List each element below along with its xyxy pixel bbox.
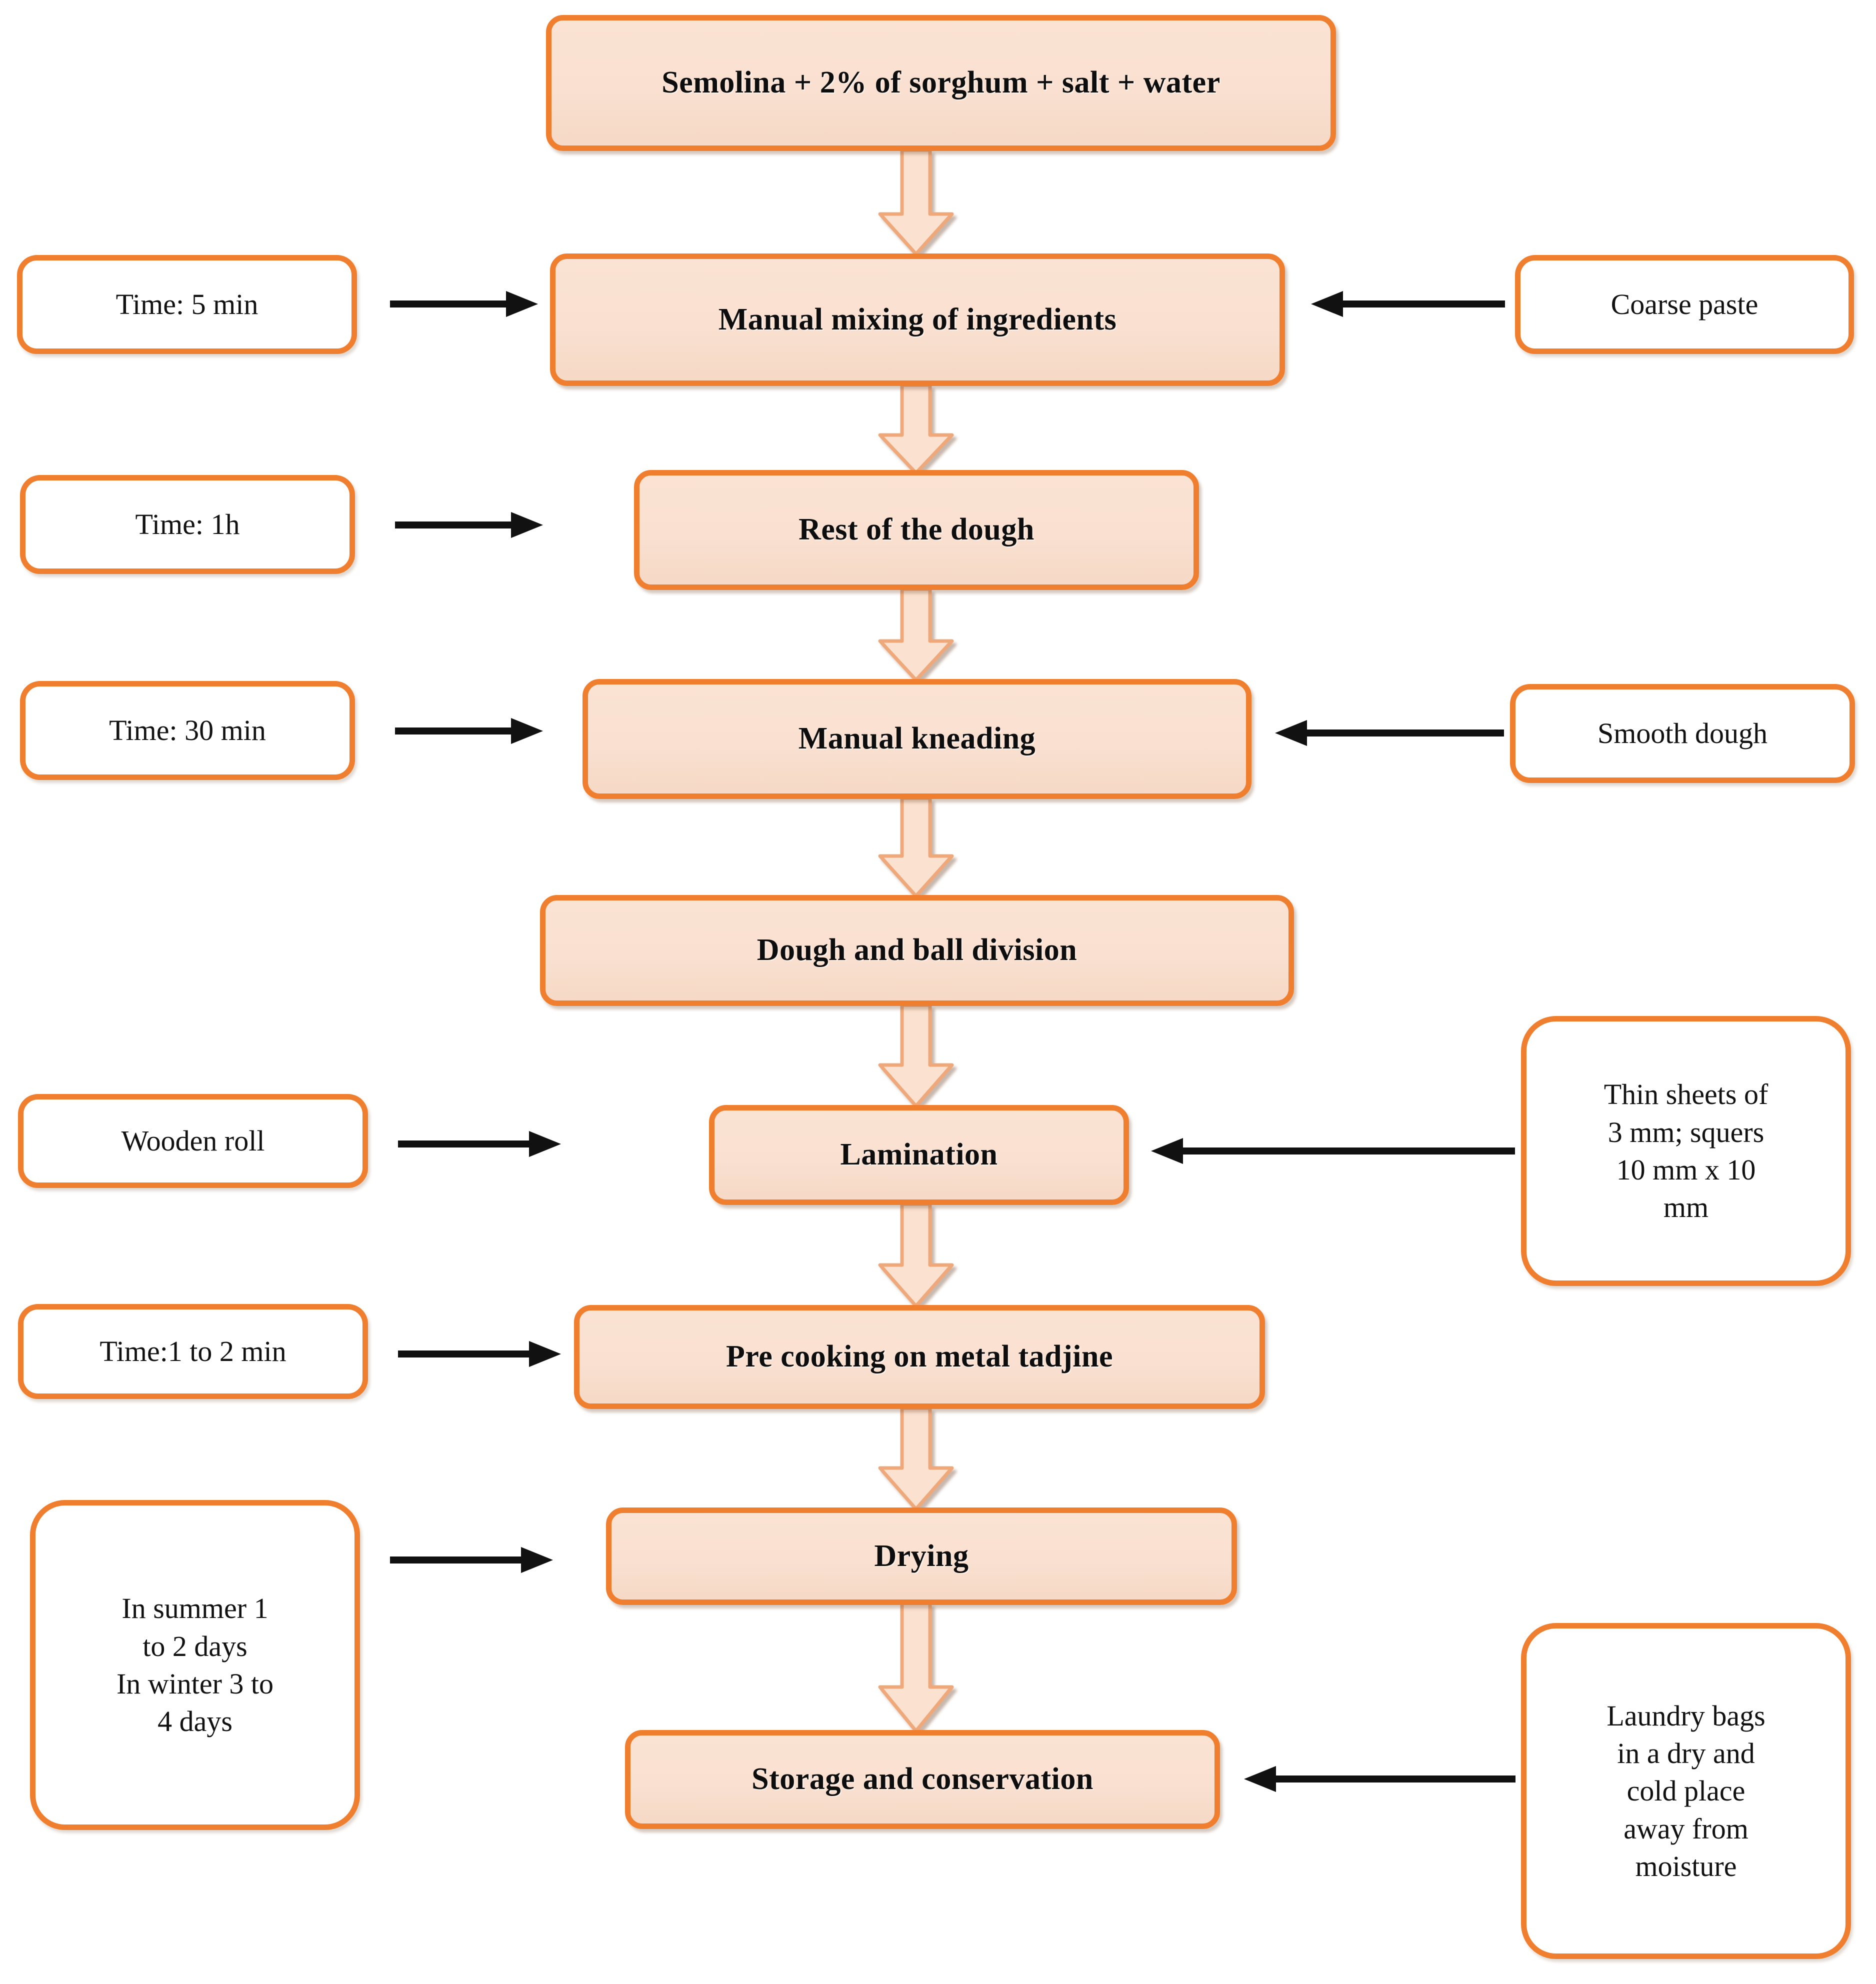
block-arrow-precooking-to-drying bbox=[878, 1408, 954, 1511]
process-box-rest[interactable]: Rest of the dough bbox=[634, 470, 1199, 590]
note-box-time-kneading[interactable]: Time: 30 min bbox=[20, 681, 355, 780]
arrow-smooth-dough-to-kneading bbox=[1275, 720, 1504, 746]
process-label: Drying bbox=[874, 1538, 969, 1573]
note-label: Time:1 to 2 min bbox=[100, 1335, 286, 1368]
arrow-time-kneading-to-kneading bbox=[395, 718, 543, 744]
process-label: Pre cooking on metal tadjine bbox=[726, 1340, 1113, 1374]
note-box-coarse-paste[interactable]: Coarse paste bbox=[1515, 255, 1854, 354]
note-box-time-mixing[interactable]: Time: 5 min bbox=[17, 255, 357, 354]
note-box-thin-sheets[interactable]: Thin sheets of 3 mm; squers 10 mm x 10 m… bbox=[1521, 1016, 1851, 1286]
note-label: Thin sheets of 3 mm; squers 10 mm x 10 m… bbox=[1604, 1078, 1768, 1224]
block-arrow-drying-to-storage bbox=[878, 1603, 954, 1733]
arrow-time-rest-to-rest bbox=[395, 512, 543, 538]
note-label: Coarse paste bbox=[1610, 288, 1758, 321]
process-label: Rest of the dough bbox=[798, 512, 1034, 547]
block-arrow-kneading-to-division bbox=[878, 798, 954, 898]
note-label: Smooth dough bbox=[1598, 717, 1768, 750]
process-box-lamination[interactable]: Lamination bbox=[709, 1105, 1129, 1205]
process-box-ingredients[interactable]: Semolina + 2% of sorghum + salt + water bbox=[546, 15, 1336, 151]
note-label: Time: 30 min bbox=[109, 714, 266, 747]
process-label: Dough and ball division bbox=[756, 933, 1078, 968]
process-label: Lamination bbox=[840, 1138, 998, 1172]
note-label: Laundry bags in a dry and cold place awa… bbox=[1606, 1699, 1766, 1883]
process-label: Manual kneading bbox=[798, 722, 1036, 756]
arrow-time-precooking-to-precooking bbox=[398, 1341, 561, 1367]
block-arrow-lamination-to-precooking bbox=[878, 1204, 954, 1308]
arrow-thin-sheets-to-lamination bbox=[1151, 1138, 1515, 1164]
arrow-time-drying-to-drying bbox=[390, 1547, 553, 1573]
process-box-kneading[interactable]: Manual kneading bbox=[582, 679, 1252, 799]
note-box-tool-lamination[interactable]: Wooden roll bbox=[18, 1094, 368, 1188]
note-box-time-precooking[interactable]: Time:1 to 2 min bbox=[18, 1304, 368, 1399]
note-box-laundry-bags[interactable]: Laundry bags in a dry and cold place awa… bbox=[1521, 1623, 1851, 1959]
process-label: Semolina + 2% of sorghum + salt + water bbox=[662, 66, 1220, 100]
process-box-division[interactable]: Dough and ball division bbox=[540, 895, 1294, 1006]
block-arrow-ingredients-to-mixing bbox=[878, 150, 954, 256]
process-box-storage[interactable]: Storage and conservation bbox=[625, 1730, 1220, 1829]
arrow-laundry-bags-to-storage bbox=[1244, 1766, 1516, 1792]
note-label: In summer 1 to 2 days In winter 3 to 4 d… bbox=[116, 1592, 274, 1738]
block-arrow-mixing-to-rest bbox=[878, 385, 954, 475]
note-label: Wooden roll bbox=[121, 1124, 265, 1158]
arrow-wooden-roll-to-lamination bbox=[398, 1131, 561, 1157]
note-label: Time: 1h bbox=[135, 508, 240, 541]
arrow-time-mixing-to-mixing bbox=[390, 291, 538, 317]
block-arrow-rest-to-kneading bbox=[878, 589, 954, 682]
process-box-drying[interactable]: Drying bbox=[606, 1508, 1237, 1605]
note-label: Time: 5 min bbox=[116, 288, 258, 321]
process-box-precooking[interactable]: Pre cooking on metal tadjine bbox=[574, 1305, 1265, 1409]
block-arrow-division-to-lamination bbox=[878, 1005, 954, 1108]
process-box-mixing[interactable]: Manual mixing of ingredients bbox=[550, 254, 1285, 386]
process-label: Storage and conservation bbox=[752, 1762, 1094, 1796]
process-label: Manual mixing of ingredients bbox=[718, 302, 1117, 336]
note-box-time-drying[interactable]: In summer 1 to 2 days In winter 3 to 4 d… bbox=[30, 1500, 360, 1830]
arrow-coarse-paste-to-mixing bbox=[1311, 291, 1505, 317]
note-box-smooth-dough[interactable]: Smooth dough bbox=[1510, 684, 1855, 783]
note-box-time-rest[interactable]: Time: 1h bbox=[20, 475, 355, 574]
